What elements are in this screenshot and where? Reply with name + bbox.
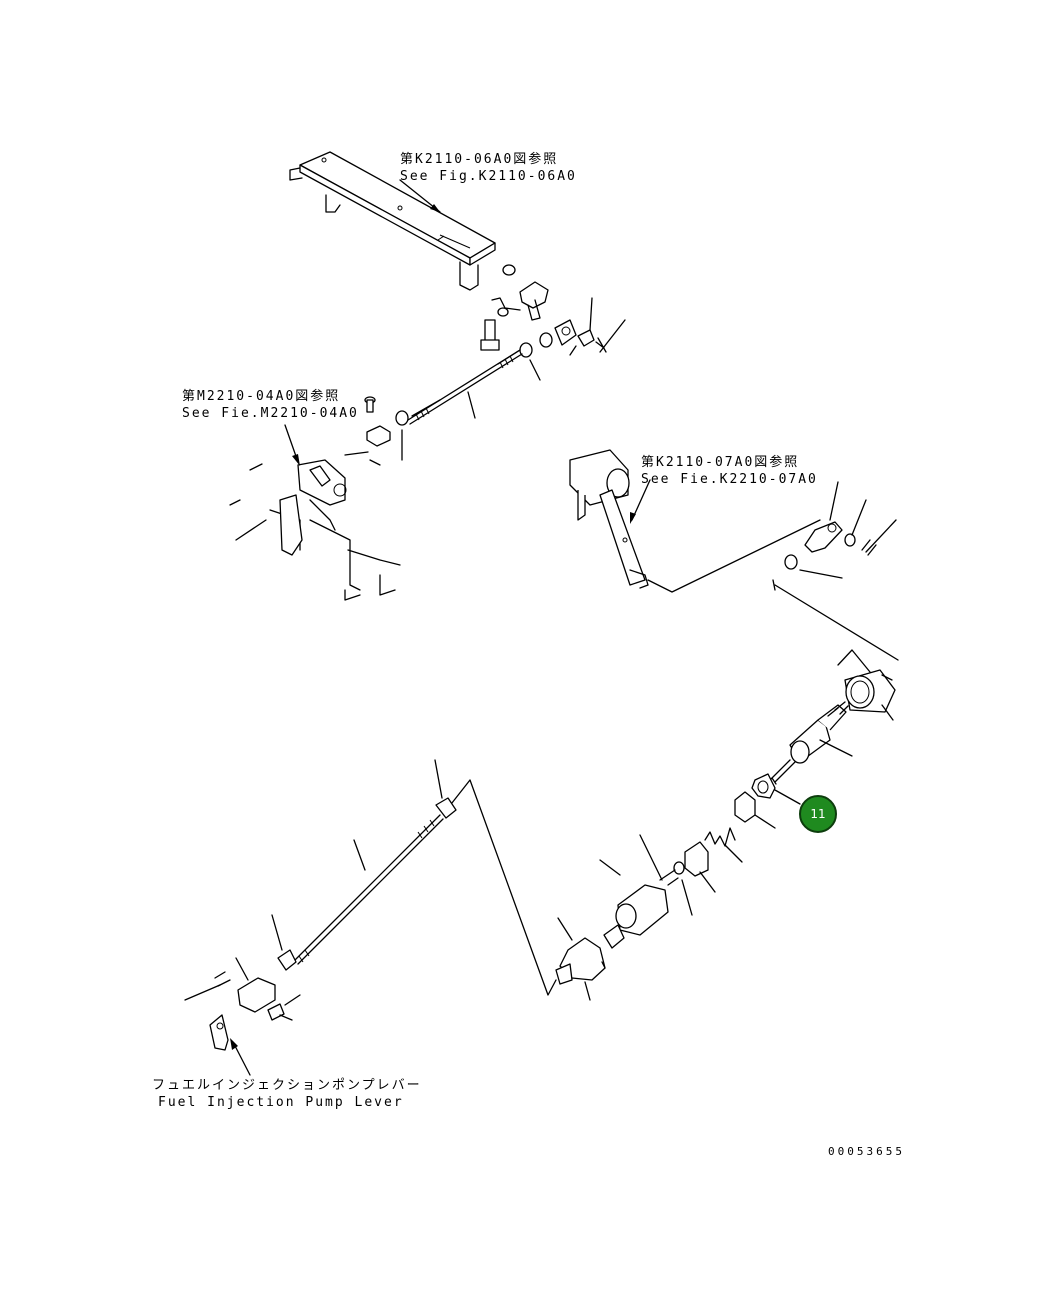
upper-rod-nut [395,410,409,461]
lower-block [235,957,276,1013]
right-linkage-lines [647,519,899,661]
fuel-injection-pump-lever [209,1014,229,1051]
top-ref-jp-label: 第K2110-06A0図参照 [400,152,559,167]
callout-11-nut [751,773,776,799]
lower-nut [271,914,297,971]
lower-threaded-rod [294,759,457,965]
upper-bolt [480,319,500,351]
fuel-lever-jp-label: フュエルインジェクションポンプレバー [152,1078,422,1093]
cable-end [769,701,853,785]
fuel-lever-en-label: Fuel Injection Pump Lever [158,1095,404,1110]
lower-bolt [267,994,301,1021]
right-ref-leader [630,479,651,524]
lower-linkage-lines [447,779,557,996]
top-ref-leader [399,179,441,213]
right-ref-jp-label: 第K2110-07A0図参照 [641,455,800,470]
left-ref-leader [284,424,300,466]
left-ref-jp-label: 第M2210-04A0図参照 [182,389,341,404]
right-ref-en-label: See Fie.K2210-07A0 [641,472,818,487]
cotter-pin [184,971,231,1001]
left-ref-en-label: See Fie.M2210-04A0 [182,406,359,421]
drawing-number: 00053655 [828,1145,905,1158]
left-mechanism [229,396,401,601]
right-bracket [569,449,649,589]
right-socket [837,649,896,721]
upper-pivot-joint [491,281,549,321]
bushing [673,841,716,916]
fuel-lever-leader [230,1038,251,1076]
upper-rod-end-parts [519,319,607,358]
top-bracket [289,151,516,291]
spring [704,827,743,863]
upper-threaded-rod [407,349,523,425]
collar [734,791,776,829]
upper-leaders [529,297,626,381]
right-rod-end [784,481,897,579]
callout-11-bubble[interactable]: 11 [799,795,837,833]
callout-11-leader [774,789,801,805]
top-ref-en-label: See Fig.K2110-06A0 [400,169,577,184]
lower-socket [555,917,606,1001]
cable-boot [599,834,679,949]
